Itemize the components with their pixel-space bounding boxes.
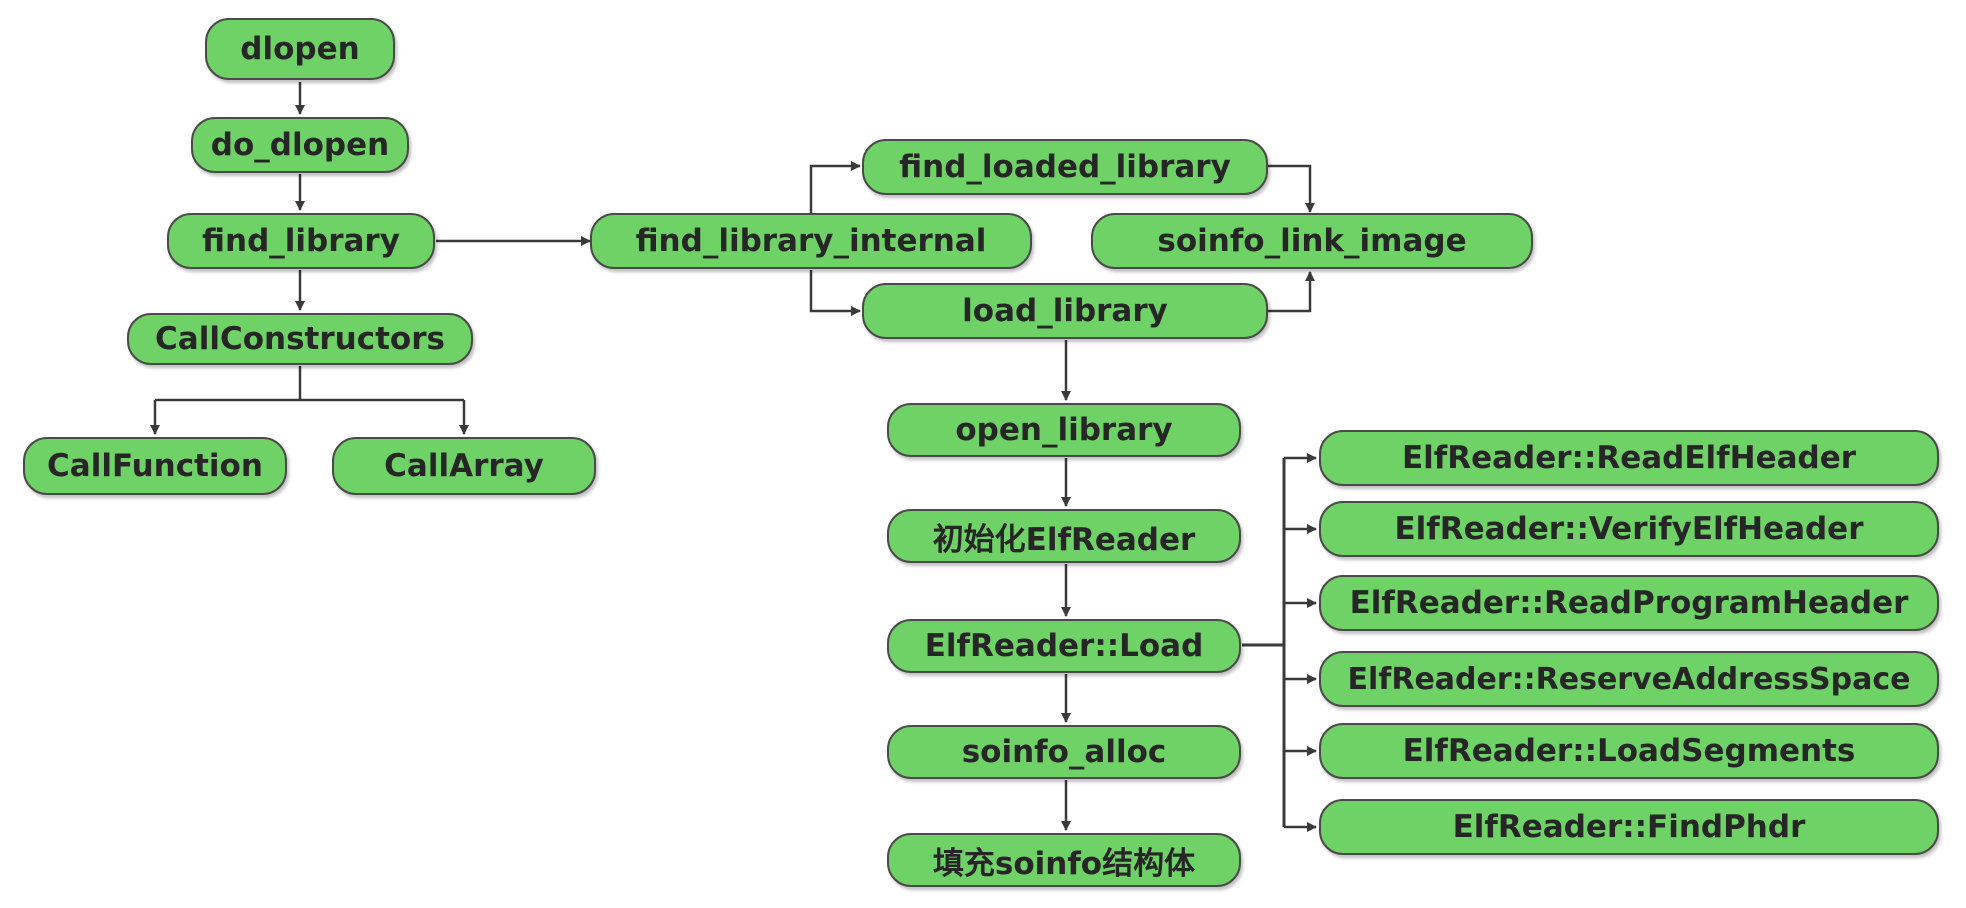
node-find-phdr-label: ElfReader::FindPhdr	[1452, 809, 1806, 845]
node-find-library-label: find_library	[202, 223, 400, 259]
node-reserve-address-space[interactable]: ElfReader::ReserveAddressSpace	[1319, 651, 1939, 707]
node-call-constructors-label: CallConstructors	[155, 321, 445, 357]
node-load-library-label: load_library	[962, 293, 1168, 329]
node-verify-elf-header[interactable]: ElfReader::VerifyElfHeader	[1319, 501, 1939, 557]
node-dlopen[interactable]: dlopen	[205, 18, 395, 80]
node-do-dlopen[interactable]: do_dlopen	[191, 117, 409, 173]
node-fill-soinfo-label: 填充soinfo结构体	[932, 845, 1196, 882]
node-fill-soinfo[interactable]: 填充soinfo结构体	[887, 833, 1241, 887]
node-find-loaded-library[interactable]: find_loaded_library	[862, 139, 1268, 195]
node-read-elf-header[interactable]: ElfReader::ReadElfHeader	[1319, 430, 1939, 486]
node-soinfo-alloc-label: soinfo_alloc	[961, 734, 1167, 770]
edge-call-constructors-split	[155, 366, 464, 402]
node-read-program-header-label: ElfReader::ReadProgramHeader	[1349, 585, 1909, 621]
node-soinfo-link-image[interactable]: soinfo_link_image	[1091, 213, 1533, 269]
edge-load-library-to-link-image	[1268, 271, 1315, 313]
node-verify-elf-header-label: ElfReader::VerifyElfHeader	[1394, 511, 1864, 547]
node-elfreader-load-label: ElfReader::Load	[924, 628, 1204, 664]
node-find-loaded-library-label: find_loaded_library	[899, 149, 1231, 185]
node-call-array-label: CallArray	[384, 448, 544, 484]
node-init-elfreader-label: 初始化ElfReader	[932, 521, 1196, 558]
node-load-segments[interactable]: ElfReader::LoadSegments	[1319, 723, 1939, 779]
node-find-library-internal[interactable]: find_library_internal	[590, 213, 1032, 269]
node-call-array[interactable]: CallArray	[332, 437, 596, 495]
node-find-library[interactable]: find_library	[167, 213, 435, 269]
node-call-function[interactable]: CallFunction	[23, 437, 287, 495]
node-dlopen-label: dlopen	[240, 31, 360, 67]
node-read-program-header[interactable]: ElfReader::ReadProgramHeader	[1319, 575, 1939, 631]
node-find-library-internal-label: find_library_internal	[635, 223, 987, 259]
node-open-library[interactable]: open_library	[887, 403, 1241, 457]
node-find-phdr[interactable]: ElfReader::FindPhdr	[1319, 799, 1939, 855]
node-call-constructors[interactable]: CallConstructors	[127, 313, 473, 365]
node-open-library-label: open_library	[955, 412, 1173, 448]
node-do-dlopen-label: do_dlopen	[210, 127, 390, 163]
node-elfreader-load[interactable]: ElfReader::Load	[887, 619, 1241, 673]
node-load-library[interactable]: load_library	[862, 283, 1268, 339]
node-read-elf-header-label: ElfReader::ReadElfHeader	[1401, 440, 1857, 476]
node-call-function-label: CallFunction	[47, 448, 263, 484]
node-soinfo-alloc[interactable]: soinfo_alloc	[887, 725, 1241, 779]
node-init-elfreader[interactable]: 初始化ElfReader	[887, 509, 1241, 563]
edge-load-fanout-trunk	[1242, 458, 1286, 827]
node-soinfo-link-image-label: soinfo_link_image	[1157, 223, 1467, 259]
edge-internal-to-load-library	[809, 270, 861, 316]
edge-find-loaded-to-link-image	[1268, 164, 1315, 213]
node-reserve-address-space-label: ElfReader::ReserveAddressSpace	[1347, 661, 1911, 697]
edge-internal-to-find-loaded	[809, 161, 861, 216]
node-load-segments-label: ElfReader::LoadSegments	[1402, 733, 1856, 769]
